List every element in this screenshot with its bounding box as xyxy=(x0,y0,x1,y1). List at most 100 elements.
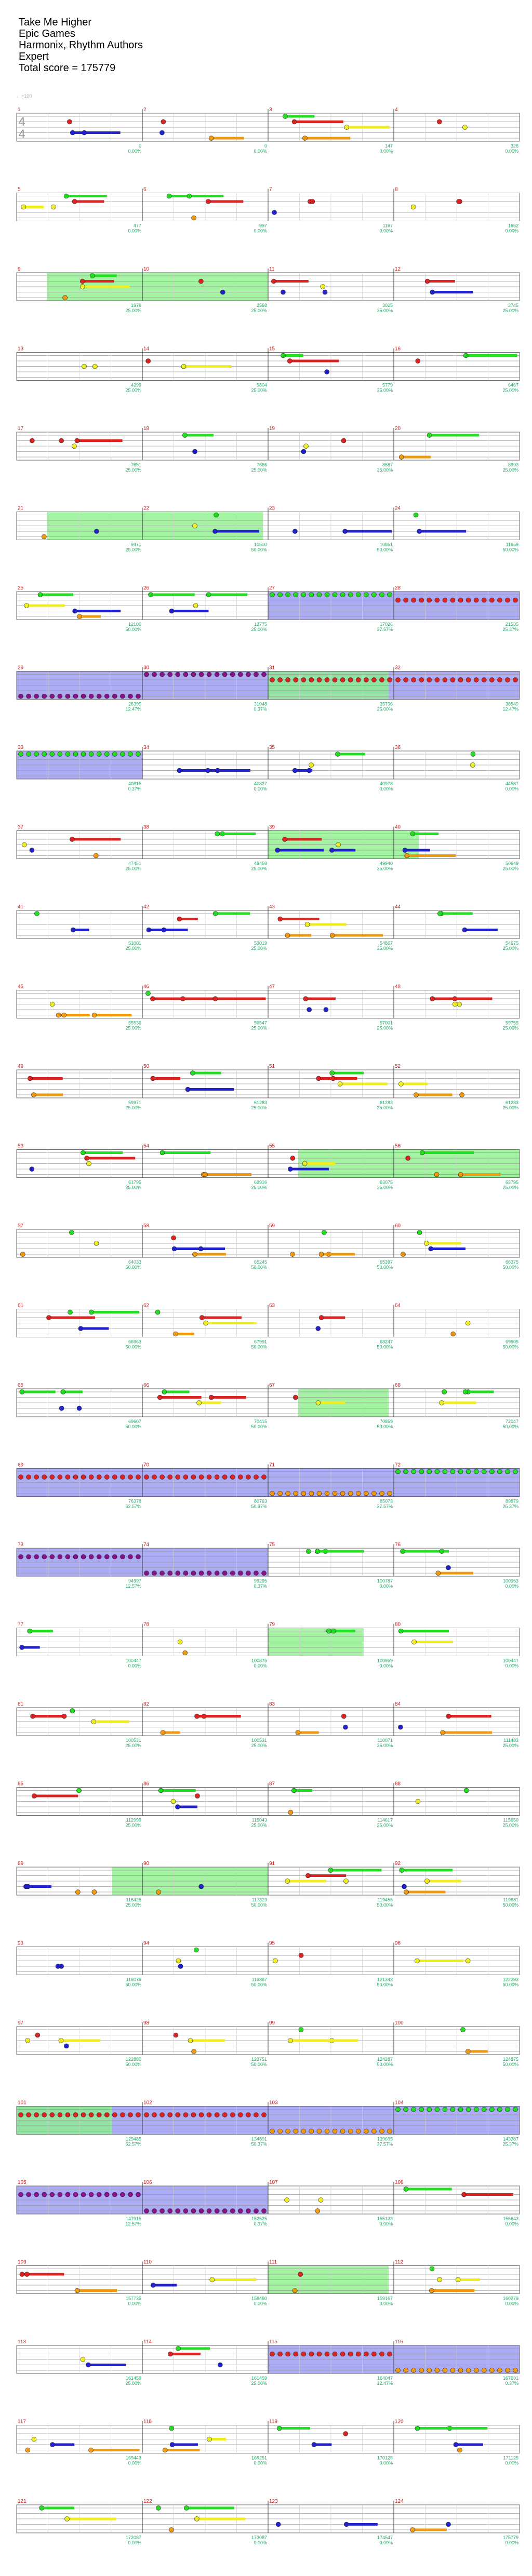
note-gem xyxy=(73,1474,78,1480)
note-gem xyxy=(65,693,71,699)
note-gem xyxy=(497,2368,502,2373)
note-gem xyxy=(324,2351,330,2357)
sustain-tail xyxy=(321,1316,345,1319)
note-gem xyxy=(332,2128,338,2134)
sustain-tail xyxy=(290,1168,329,1171)
note-gem xyxy=(86,2362,91,2368)
measure-score: 63795 xyxy=(506,1180,518,1185)
note-gem xyxy=(104,1554,110,1560)
measure-percent: 25.00% xyxy=(125,547,141,553)
note-gem xyxy=(182,1650,188,1656)
note-gem xyxy=(457,1001,462,1007)
sustain-tail xyxy=(331,849,356,852)
sustain-tail xyxy=(464,929,498,931)
note-gem xyxy=(34,911,39,916)
measure-percent: 0.00% xyxy=(254,2301,267,2306)
measure-percent: 0.00% xyxy=(379,1663,393,1669)
measure-percent: 12.57% xyxy=(125,1584,141,1589)
note-gem xyxy=(104,693,110,699)
note-gem xyxy=(379,2128,384,2134)
note-gem xyxy=(277,2128,283,2134)
sustain-tail xyxy=(87,1157,136,1160)
measure-percent: 25.00% xyxy=(502,388,518,393)
chart-row: 9712288050.00%9812375150.00%9912428750.0… xyxy=(16,2020,520,2067)
sustain-tail xyxy=(414,1641,453,1643)
measure-score: 17026 xyxy=(380,622,393,627)
note-gem xyxy=(505,2368,510,2373)
measure-number: 99 xyxy=(269,2020,275,2026)
measure-number: 13 xyxy=(18,346,24,352)
note-gem xyxy=(237,672,243,677)
note-gem xyxy=(61,1012,66,1018)
sustain-tail xyxy=(58,1014,90,1016)
sustain-tail xyxy=(456,2443,484,2446)
note-gem xyxy=(196,1400,202,1405)
song-charter: Harmonix, Rhythm Authors xyxy=(19,39,143,51)
measure-score: 10500 xyxy=(254,542,267,547)
measure-score: 49459 xyxy=(254,861,267,866)
note-gem xyxy=(430,289,435,295)
note-gem xyxy=(29,1166,35,1172)
note-gem xyxy=(215,831,220,837)
note-gem xyxy=(192,1252,197,1257)
note-gem xyxy=(161,119,166,125)
measure-score: 69607 xyxy=(128,1419,141,1424)
note-gem xyxy=(73,693,78,699)
note-gem xyxy=(26,752,31,757)
note-gem xyxy=(363,2351,369,2357)
note-gem xyxy=(150,996,155,1001)
measure-percent: 50.00% xyxy=(377,2062,393,2067)
measure-score: 169251 xyxy=(251,2456,267,2461)
measure-percent: 0.00% xyxy=(379,2221,393,2226)
measure-number: 110 xyxy=(143,2260,152,2265)
sustain-tail xyxy=(298,1731,319,1734)
measure-number: 43 xyxy=(269,904,275,910)
note-gem xyxy=(198,2208,204,2213)
measure-percent: 0.00% xyxy=(254,786,267,791)
measure-percent: 25.00% xyxy=(251,627,267,632)
sustain-tail xyxy=(405,849,430,852)
measure-score: 3025 xyxy=(382,303,393,308)
chart-row: 415100125.00%425301925.00%435486725.00%4… xyxy=(16,904,520,951)
measure-percent: 25.00% xyxy=(125,308,141,313)
measure-score: 40978 xyxy=(380,781,393,786)
note-gem xyxy=(88,2447,94,2453)
sustain-tail xyxy=(466,354,517,357)
measure-percent: 50.00% xyxy=(377,1424,393,1429)
sustain-tail xyxy=(165,2449,200,2451)
note-gem xyxy=(152,672,157,677)
note-gem xyxy=(461,2192,467,2197)
note-gem xyxy=(424,1879,430,1884)
measure-number: 49 xyxy=(18,1064,24,1069)
sustain-tail xyxy=(448,1715,491,1718)
measure-score: 47451 xyxy=(128,861,141,866)
measure-percent: 0.00% xyxy=(505,2221,518,2226)
measure-percent: 25.37% xyxy=(502,1504,518,1509)
note-gem xyxy=(301,2351,307,2357)
measure-number: 12 xyxy=(395,266,401,272)
note-gem xyxy=(158,1788,164,1793)
measure-number: 11 xyxy=(269,266,275,272)
sustain-tail xyxy=(22,1390,56,1393)
note-gem xyxy=(31,2436,37,2442)
note-gem xyxy=(26,2112,31,2117)
measure-score: 3745 xyxy=(508,303,518,308)
note-gem xyxy=(371,1491,377,1496)
note-gem xyxy=(277,592,283,597)
sustain-tail xyxy=(431,2289,475,2292)
note-gem xyxy=(466,677,471,682)
note-gem xyxy=(68,1309,73,1315)
note-gem xyxy=(144,2112,149,2117)
note-gem xyxy=(440,1730,445,1735)
measure-score: 64033 xyxy=(128,1259,141,1265)
sustain-tail xyxy=(202,1316,242,1319)
note-gem xyxy=(73,752,78,757)
note-gem xyxy=(283,114,288,119)
note-gem xyxy=(81,752,86,757)
note-gem xyxy=(128,1474,133,1480)
sustain-tail xyxy=(304,137,351,140)
note-gem xyxy=(78,1326,84,1331)
note-gem xyxy=(188,2038,193,2043)
note-gem xyxy=(277,916,283,922)
note-gem xyxy=(337,1081,343,1086)
